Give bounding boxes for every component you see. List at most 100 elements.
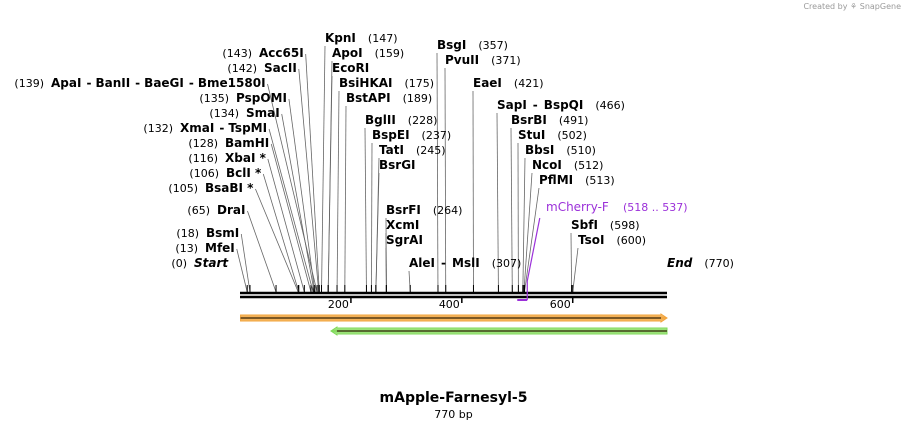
site-apoi: (159)ApoI	[332, 46, 404, 60]
credit-prefix: Created by	[803, 2, 848, 11]
site-xcmi: XcmI	[386, 218, 419, 232]
site-name-pflmi: PflMI	[539, 173, 573, 187]
site-name-bsrgi: BsrGI	[379, 158, 416, 172]
site-position: (143)	[222, 47, 252, 60]
site-position: (0)	[171, 257, 187, 270]
site-name-xbai: XbaI *	[225, 151, 267, 165]
site-bsrfi: (264) BsrFI	[386, 203, 462, 217]
site-name-bsgi: BsgI	[437, 38, 466, 52]
site-name-end: End	[667, 256, 693, 270]
site-separator: -	[86, 76, 91, 90]
site-separator: -	[533, 98, 538, 112]
leader-pflmi	[524, 187, 540, 293]
site-position: (135)	[199, 92, 229, 105]
site-alei-msli: (307) AleI MslI-	[409, 256, 521, 270]
primer-leader	[526, 217, 541, 300]
site-position: (357)	[478, 39, 508, 52]
site-position: (421)	[514, 77, 544, 90]
site-name-kpni: KpnI	[325, 31, 356, 45]
leader-smai	[281, 113, 315, 293]
leader-bcli	[262, 173, 300, 293]
site-name-bsmi: BsmI	[206, 226, 239, 240]
site-position: (18)	[176, 227, 199, 240]
site-position: (371)	[491, 54, 521, 67]
site-name-bme1580i: Bme1580I	[198, 76, 266, 90]
site-bsihkai: (175) BsiHKAI	[339, 76, 434, 90]
site-name-bsihkai: BsiHKAI	[339, 76, 393, 90]
site-name-ncoi: NcoI	[532, 158, 562, 172]
leader-pvuii	[444, 67, 447, 293]
ruler-tick-label: 200	[328, 298, 349, 311]
site-name-bglii: BglII	[365, 113, 396, 127]
site-position: (142)	[227, 62, 257, 75]
site-bsrgi: BsrGI	[379, 158, 416, 172]
site-position: (237)	[422, 129, 452, 142]
site-name-start: Start	[194, 256, 229, 270]
site-position: (189)	[403, 92, 433, 105]
site-position: (147)	[368, 32, 398, 45]
site-ecori: EcoRI	[332, 61, 369, 75]
feature-arrows	[240, 313, 668, 336]
site-name-tspmi: TspMI	[228, 121, 267, 135]
site-separator: -	[441, 256, 446, 270]
leader-bstapi	[344, 105, 347, 293]
site-position: (175)	[405, 77, 435, 90]
site-position: (513)	[585, 174, 615, 187]
site-name-bsrfi: BsrFI	[386, 203, 421, 217]
leader-bsmi	[240, 233, 251, 293]
site-name-bsabi: BsaBI *	[205, 181, 254, 195]
leader-drai	[247, 210, 277, 293]
site-bspei: (237) BspEI	[372, 128, 451, 142]
primer-label: mCherry-F	[546, 200, 609, 214]
site-bsgi: (357) BsgI	[437, 38, 508, 52]
site-position: (106)	[189, 167, 219, 180]
site-name-xcmi: XcmI	[386, 218, 419, 232]
site-sgrai: SgrAI	[386, 233, 423, 247]
site-kpni: (147) KpnI	[325, 31, 398, 45]
site-name-alei: AleI	[409, 256, 435, 270]
site-position: (466)	[595, 99, 625, 112]
site-name-pvuii: PvuII	[445, 53, 479, 67]
site-position: (770)	[704, 257, 734, 270]
site-position: (139)	[14, 77, 44, 90]
site-bglii: (228)BglII	[365, 113, 437, 127]
site-sbfi: (598)SbfI	[571, 218, 640, 232]
site-name-apoi: ApoI	[332, 46, 363, 60]
site-separator: -	[135, 76, 140, 90]
leader-mfei	[236, 248, 248, 293]
site-name-eaei: EaeI	[473, 76, 502, 90]
site-stui: (502)StuI	[518, 128, 587, 142]
site-labels: (0)Start(13)MfeI(18)BsmI(65)DraI(105)Bsa…	[14, 31, 734, 270]
site-name-sbfi: SbfI	[571, 218, 598, 232]
leader-sacii	[298, 68, 320, 293]
map-title: mApple-Farnesyl-5	[379, 390, 528, 406]
site-name-msli: MslI	[452, 256, 480, 270]
leader-tsoi	[572, 247, 579, 293]
site-position: (264)	[433, 204, 463, 217]
leader-bsrgi	[375, 172, 380, 293]
site-position: (105)	[168, 182, 198, 195]
site-name-apai: ApaI	[51, 76, 81, 90]
site-drai: (65)DraI	[187, 203, 245, 217]
site-position: (134)	[209, 107, 239, 120]
site-position: (128)	[188, 137, 218, 150]
site-name-tsoi: TsoI	[578, 233, 604, 247]
site-position: (491)	[559, 114, 589, 127]
snapgene-logo-icon: ⚘	[850, 2, 858, 11]
site-ncoi: (512)NcoI	[532, 158, 603, 172]
leader-bsrbi	[510, 127, 513, 293]
site-name-bamhi: BamHI	[225, 136, 269, 150]
site-pspomi: (135)PspOMI	[199, 91, 287, 105]
site-name-sgrai: SgrAI	[386, 233, 423, 247]
leader-bspei	[371, 142, 373, 293]
site-bcli: (106) BclI *	[189, 166, 262, 180]
site-name-bspei: BspEI	[372, 128, 410, 142]
site-name-bcli: BclI *	[226, 166, 262, 180]
site-name-bbsi: BbsI	[525, 143, 554, 157]
site-position: (307)	[492, 257, 522, 270]
site-position: (132)	[143, 122, 173, 135]
site-name-ecori: EcoRI	[332, 61, 369, 75]
sequence-map: (0)Start(13)MfeI(18)BsmI(65)DraI(105)Bsa…	[14, 31, 734, 336]
site-smai: (134)SmaI	[209, 106, 279, 120]
